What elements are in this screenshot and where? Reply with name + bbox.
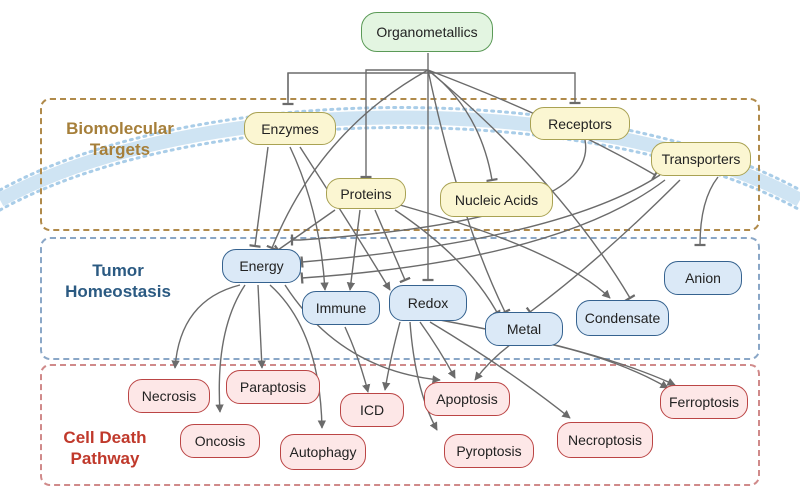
node-transporters-label: Transporters: [661, 151, 741, 167]
node-oncosis: Oncosis: [180, 424, 260, 458]
node-receptors: Receptors: [530, 107, 630, 140]
edge-transporters-anion: [694, 176, 719, 247]
node-oncosis-label: Oncosis: [194, 433, 246, 449]
node-redox: Redox: [389, 285, 467, 321]
tumor-label-line1: Tumor: [92, 261, 144, 280]
edge-proteins-immune: [346, 209, 361, 291]
membrane-bottom-dots: [0, 126, 800, 212]
cell-death-label-line1: Cell Death: [63, 428, 147, 447]
node-nucleic-acids: Nucleic Acids: [440, 182, 553, 217]
edge-transporters-metal: [525, 179, 681, 318]
edge-energy-autophagy: [269, 284, 327, 429]
node-ferroptosis-label: Ferroptosis: [668, 394, 740, 410]
edge-enzymes-immune: [289, 146, 329, 291]
node-enzymes: Enzymes: [244, 112, 336, 145]
node-organometallics-label: Organometallics: [376, 24, 478, 40]
edge-redox-necroptosis: [429, 321, 571, 419]
edge-energy-oncosis: [215, 284, 246, 413]
cell-death-pathway-section: [40, 364, 760, 486]
node-necroptosis-label: Necroptosis: [568, 432, 642, 448]
node-immune-label: Immune: [315, 300, 367, 316]
edge-organo-proteins: [360, 69, 428, 179]
edge-energy-apoptosis: [284, 284, 441, 384]
node-pyroptosis-label: Pyroptosis: [456, 443, 522, 459]
node-apoptosis-label: Apoptosis: [436, 391, 498, 407]
node-organometallics: Organometallics: [361, 12, 493, 52]
node-necroptosis: Necroptosis: [557, 422, 653, 458]
edge-redox-icd: [382, 321, 401, 391]
edge-proteins-condensate: [399, 204, 611, 299]
node-metal: Metal: [485, 312, 563, 346]
node-icd: ICD: [340, 393, 404, 427]
edge-transporters-energy: [300, 174, 661, 268]
tumor-homeostasis-section: [40, 237, 760, 360]
node-anion-label: Anion: [685, 270, 721, 286]
edge-metal-ferroptosis: [544, 342, 669, 389]
edge-transporters-energy-2: [300, 179, 666, 284]
node-receptors-label: Receptors: [548, 115, 612, 132]
node-proteins: Proteins: [326, 178, 406, 209]
node-condensate-label: Condensate: [584, 310, 661, 326]
edge-organo-condensate: [427, 69, 636, 302]
edge-organo-energy: [266, 69, 429, 252]
node-pyroptosis: Pyroptosis: [444, 434, 534, 468]
tumor-homeostasis-label: Tumor Homeostasis: [53, 260, 183, 302]
node-necrosis-label: Necrosis: [141, 388, 197, 404]
node-apoptosis: Apoptosis: [424, 382, 510, 416]
node-energy-label: Energy: [239, 258, 284, 274]
tumor-label-line2: Homeostasis: [65, 282, 171, 301]
biomolecular-targets-label: Biomolecular Targets: [55, 118, 185, 160]
node-transporters: Transporters: [651, 142, 751, 176]
node-immune: Immune: [302, 291, 380, 325]
node-enzymes-label: Enzymes: [261, 120, 319, 137]
node-autophagy: Autophagy: [280, 434, 366, 470]
edge-enzymes-energy: [249, 146, 269, 248]
edge-proteins-metal: [394, 209, 501, 319]
edge-organo-nucleic: [427, 69, 498, 183]
node-anion: Anion: [664, 261, 742, 295]
edge-immune-icd: [344, 326, 371, 393]
node-nucleic-acids-label: Nucleic Acids: [454, 191, 539, 208]
edge-enzymes-redox: [299, 146, 391, 291]
node-paraptosis-label: Paraptosis: [239, 379, 307, 395]
node-proteins-label: Proteins: [340, 185, 392, 202]
edge-redox-pyroptosis: [409, 321, 438, 431]
node-icd-label: ICD: [359, 402, 385, 418]
cell-death-label-line2: Pathway: [70, 449, 140, 468]
membrane-top-dots: [0, 106, 800, 192]
cell-death-pathway-label: Cell Death Pathway: [40, 427, 170, 469]
node-necrosis: Necrosis: [128, 379, 210, 413]
node-condensate: Condensate: [576, 300, 669, 336]
node-metal-label: Metal: [506, 321, 542, 337]
node-autophagy-label: Autophagy: [289, 444, 357, 460]
edge-proteins-energy: [273, 209, 336, 256]
edge-redox-apoptosis: [419, 321, 456, 379]
biomolecular-label-line1: Biomolecular: [66, 119, 174, 138]
edge-energy-paraptosis: [257, 284, 266, 369]
node-energy: Energy: [222, 249, 301, 283]
edge-metal-apoptosis: [474, 344, 511, 381]
node-redox-label: Redox: [407, 295, 449, 311]
node-paraptosis: Paraptosis: [226, 370, 320, 404]
edge-energy-necrosis: [171, 284, 241, 369]
biomolecular-label-line2: Targets: [89, 140, 151, 159]
node-ferroptosis: Ferroptosis: [660, 385, 748, 419]
